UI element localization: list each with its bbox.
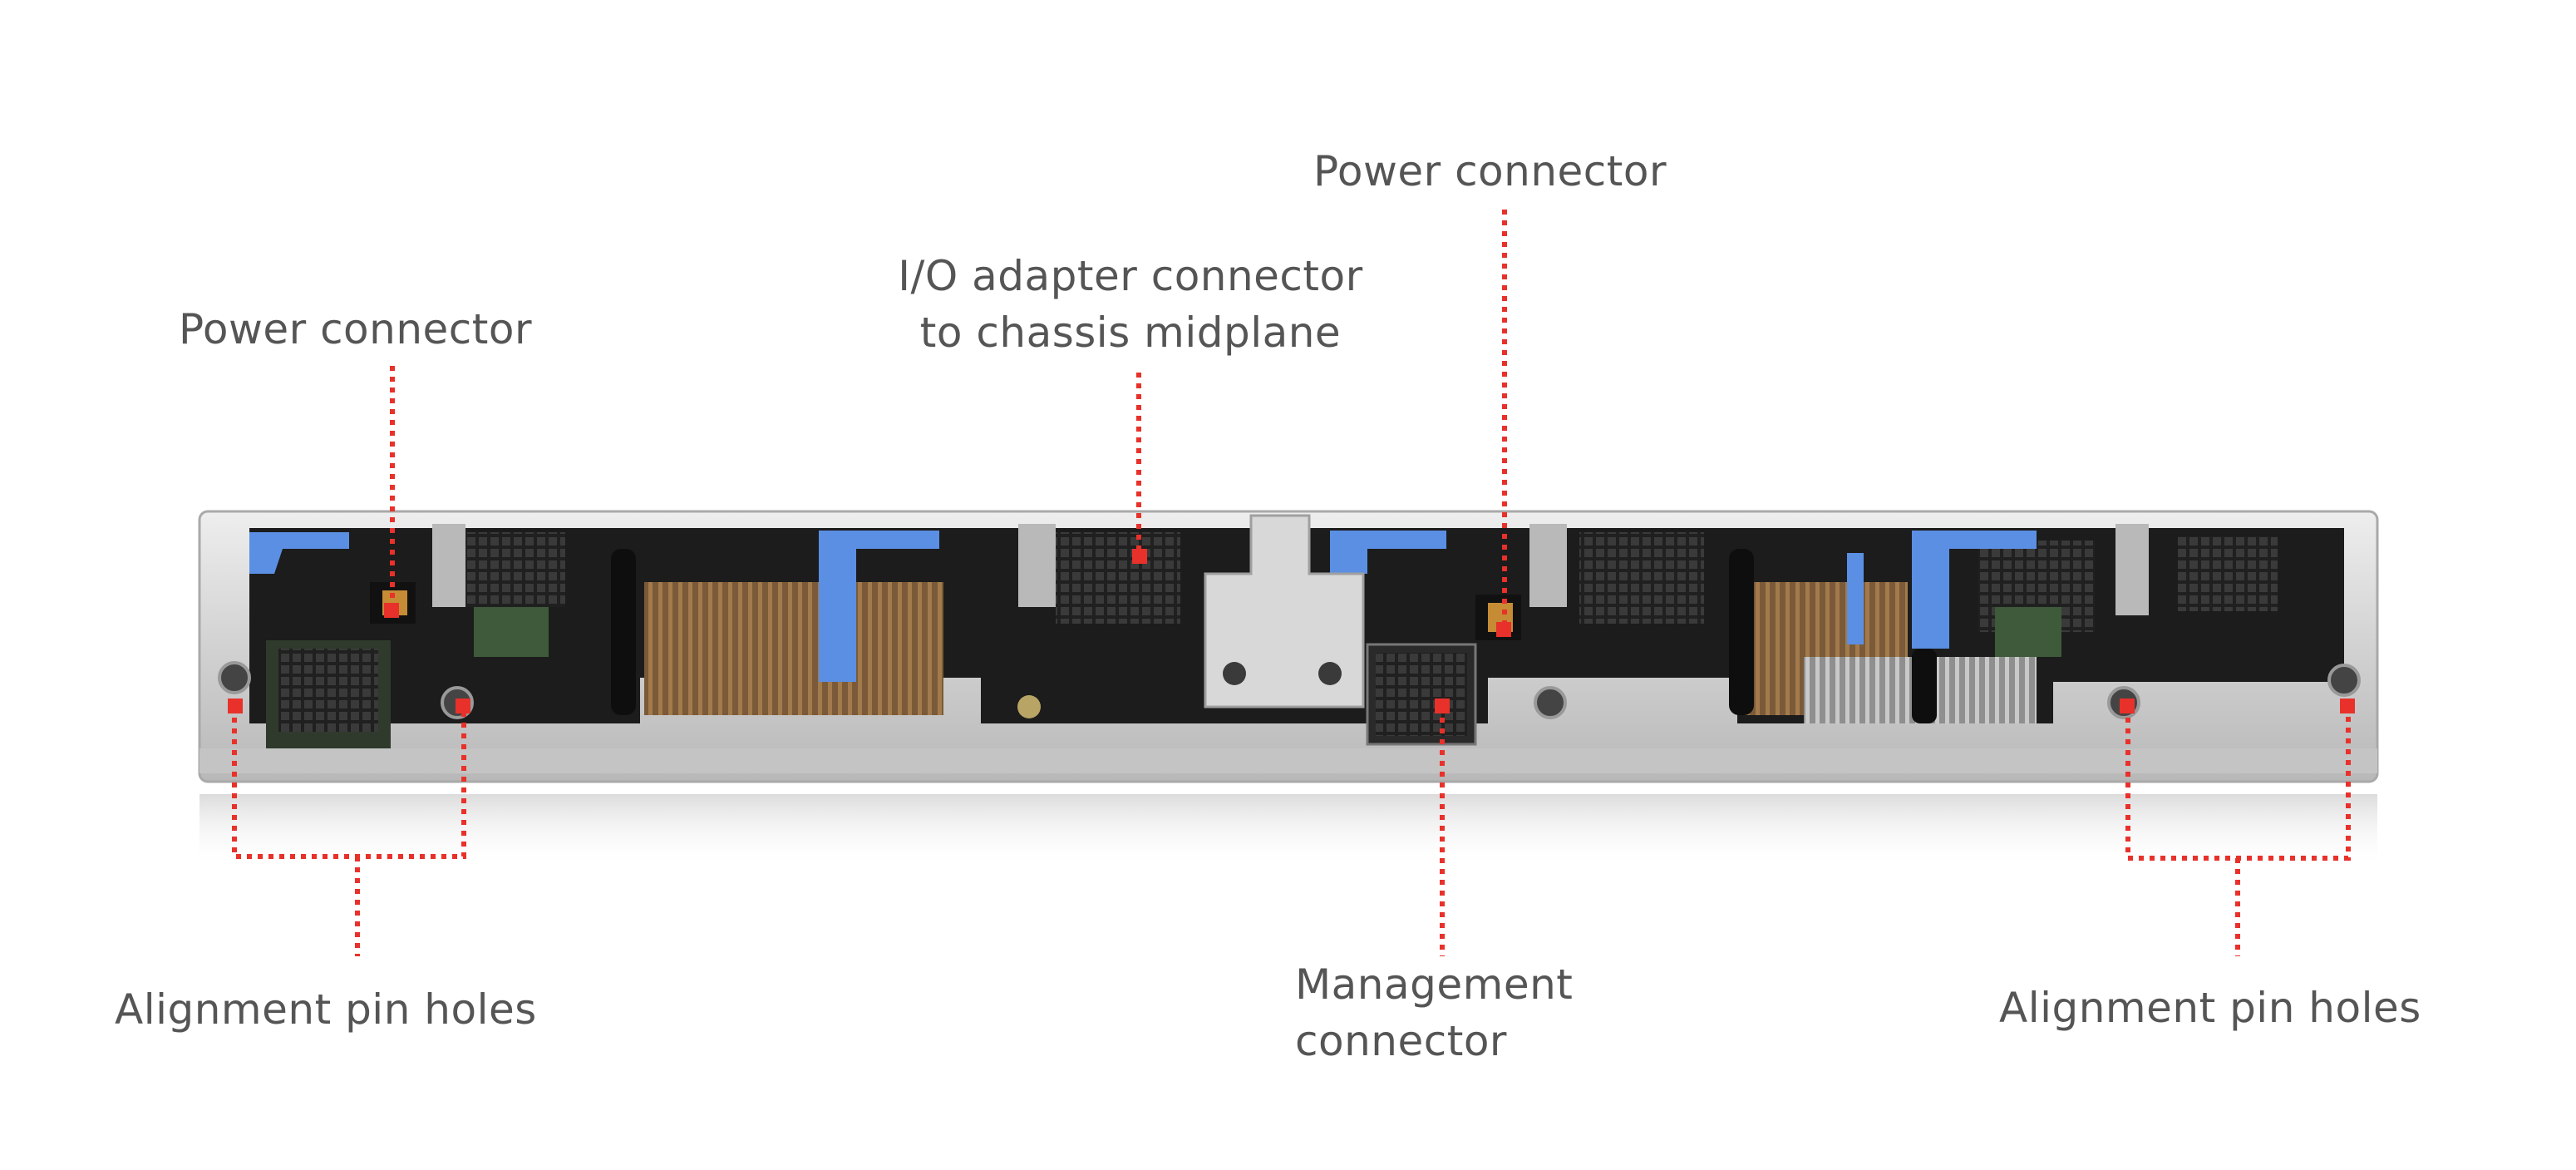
label-io-adapter-line-2: to chassis midplane [919,309,1342,357]
label-align-left-text: Alignment pin holes [115,985,537,1034]
label-power-connector-right: Power connector [1313,143,1667,200]
pin-hole-5 [2327,664,2361,697]
management-connector-grill [1376,653,1467,736]
pin-hole-1 [218,661,251,694]
callout-dot-management [1435,699,1450,713]
center-mount-plate [1204,514,1365,708]
pcb-strip-1 [474,607,549,657]
label-management-line-1: Management [1295,960,1574,1009]
bracket-4 [2115,524,2149,615]
callout-dot-io-adapter [1132,549,1147,564]
callout-line-align-left [232,707,466,956]
io-connector-block-1 [465,532,565,607]
label-align-right-text: Alignment pin holes [1999,984,2421,1032]
blue-latch-1 [249,532,349,574]
bracket-2 [1018,524,1056,607]
callout-dot-pin-5 [2340,699,2355,713]
blue-latch-3 [1330,531,1446,574]
label-power-right-text: Power connector [1313,147,1667,195]
callout-dots [228,549,2355,713]
bracket-1 [432,524,465,607]
label-alignment-pin-holes-right: Alignment pin holes [1999,980,2421,1036]
label-alignment-pin-holes-left: Alignment pin holes [115,981,537,1038]
bracket-3 [1529,524,1567,607]
callout-dot-pin-4 [2120,699,2135,713]
decor-screw [1017,695,1041,718]
center-screw-right [1318,662,1342,685]
callout-line-align-right [2125,707,2351,956]
floor-reflection [199,794,2377,869]
blue-latch-2 [819,531,939,682]
pcb-left-grill [278,649,378,732]
label-io-adapter-line-1: I/O adapter connector [898,252,1363,300]
lower-rail [199,748,2377,773]
io-connector-block-3 [1579,532,1704,624]
pcb-strip-2 [1995,607,2061,657]
io-connector-block-2 [1056,532,1180,624]
blue-latch-5 [1847,553,1864,644]
label-power-connector-left: Power connector [179,301,532,358]
label-management-line-2: connector [1295,1017,1507,1065]
heatsink-left [644,582,943,715]
callout-lines [232,210,2351,956]
center-screw-left [1223,662,1246,685]
callout-dot-pin-1 [228,699,243,713]
io-connector-block-5 [2178,536,2278,611]
handle-1 [611,549,636,715]
callout-dot-power-right [1496,622,1511,637]
handle-2 [1729,549,1754,715]
pin-hole-3 [1534,686,1567,719]
label-io-adapter-connector: I/O adapter connector to chassis midplan… [840,248,1421,361]
label-management-connector: Management connector [1295,956,1573,1069]
handle-3 [1912,649,1937,723]
label-power-left-text: Power connector [179,305,533,353]
callout-dot-pin-2 [456,699,470,713]
blue-latch-4 [1912,531,2037,649]
callout-dot-power-left [384,603,399,618]
